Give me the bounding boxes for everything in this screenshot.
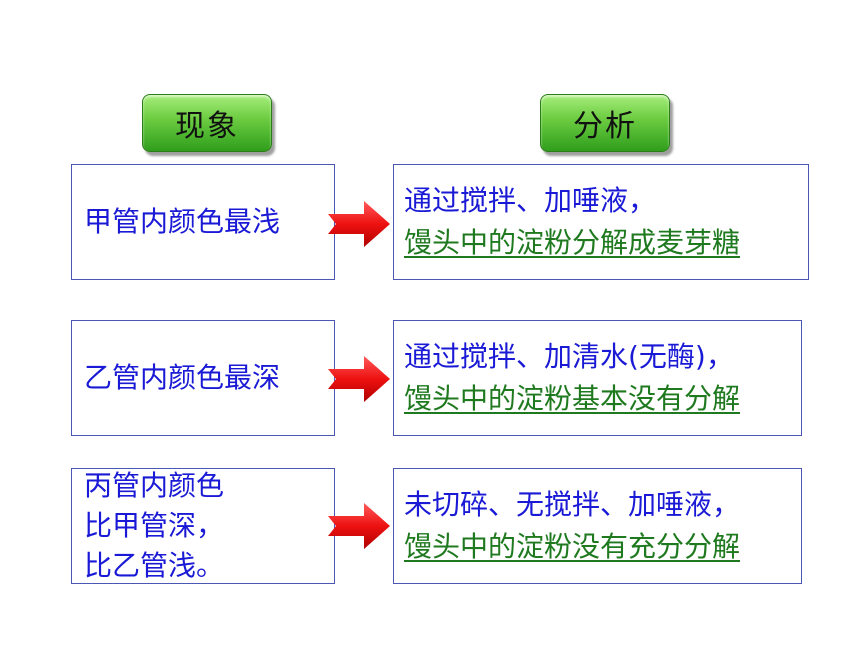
phenomenon-text-2: 乙管内颜色最深 <box>72 358 280 398</box>
header-analysis: 分析 <box>540 94 670 152</box>
analysis-line-1: 未切碎、无搅拌、加唾液， <box>404 488 741 521</box>
analysis-line-1: 通过搅拌、加清水(无酶)， <box>404 340 734 373</box>
phenomenon-line: 比甲管深， <box>84 509 225 542</box>
phenomenon-text-1: 甲管内颜色最浅 <box>72 202 280 242</box>
analysis-line-2: 馒头中的淀粉没有充分分解 <box>404 530 741 563</box>
analysis-line-2: 馒头中的淀粉分解成麦芽糖 <box>404 226 741 259</box>
right-arrow-icon <box>328 356 390 402</box>
phenomenon-box-2: 乙管内颜色最深 <box>71 320 335 436</box>
header-phenomenon: 现象 <box>142 94 272 152</box>
phenomenon-line: 乙管内颜色最深 <box>84 361 281 394</box>
phenomenon-line: 甲管内颜色最浅 <box>84 205 281 238</box>
phenomenon-box-1: 甲管内颜色最浅 <box>71 164 335 280</box>
phenomenon-box-3: 丙管内颜色 比甲管深， 比乙管浅。 <box>71 468 335 584</box>
analysis-line-2: 馒头中的淀粉基本没有分解 <box>404 382 741 415</box>
right-arrow-icon <box>328 503 390 549</box>
analysis-box-1: 通过搅拌、加唾液， 馒头中的淀粉分解成麦芽糖 <box>393 164 809 280</box>
phenomenon-text-3: 丙管内颜色 比甲管深， 比乙管浅。 <box>72 466 224 586</box>
analysis-box-2: 通过搅拌、加清水(无酶)， 馒头中的淀粉基本没有分解 <box>393 320 802 436</box>
right-arrow-icon <box>328 201 390 247</box>
analysis-line-1: 通过搅拌、加唾液， <box>404 184 657 217</box>
phenomenon-line: 比乙管浅。 <box>84 549 225 582</box>
phenomenon-line: 丙管内颜色 <box>84 469 225 502</box>
analysis-box-3: 未切碎、无搅拌、加唾液， 馒头中的淀粉没有充分分解 <box>393 468 802 584</box>
